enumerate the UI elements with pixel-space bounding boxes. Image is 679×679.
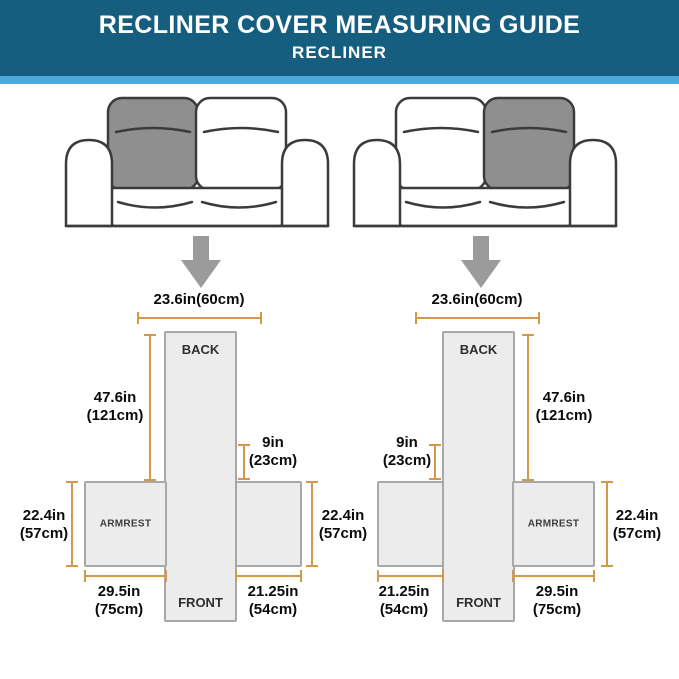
armrest-label: ARMREST <box>527 518 580 530</box>
cover-side-flap-panel <box>235 481 302 567</box>
recliner-sofa-right-seat-shaded-illustration <box>352 96 618 228</box>
measurement-front-width: 21.25in (54cm) <box>247 583 299 619</box>
dimension-line-back-height <box>144 334 156 481</box>
measurement-top-width: 23.6in(60cm) <box>153 291 245 308</box>
back-label: BACK <box>459 342 498 357</box>
measurement-seat-depth: 9in (23cm) <box>382 434 432 470</box>
measurement-side-height: 22.4in (57cm) <box>318 507 368 543</box>
measurement-armrest-width: 29.5in (75cm) <box>532 583 582 619</box>
dimension-line-armrest-width <box>512 570 595 582</box>
dimension-line-armrest-width <box>84 570 167 582</box>
page-subtitle: RECLINER <box>292 43 387 62</box>
front-label: FRONT <box>178 595 223 610</box>
cover-back-front-panel: BACK FRONT <box>442 331 515 622</box>
cover-back-front-panel: BACK FRONT <box>164 331 237 622</box>
measurement-armrest-height: 22.4in (57cm) <box>19 507 69 543</box>
measurement-seat-depth: 9in (23cm) <box>248 434 298 470</box>
dimension-line-side-height <box>306 481 318 567</box>
measurement-top-width: 23.6in(60cm) <box>431 291 523 308</box>
header: RECLINER COVER MEASURING GUIDE RECLINER <box>0 0 679 76</box>
dimension-line-top-width <box>415 312 540 324</box>
measurement-back-height: 47.6in (121cm) <box>535 389 593 425</box>
dimension-line-seat-depth <box>238 444 250 480</box>
down-arrow-icon <box>461 236 501 288</box>
measurement-armrest-width: 29.5in (75cm) <box>94 583 144 619</box>
cover-armrest-panel: ARMREST <box>512 481 595 567</box>
measurement-armrest-height: 22.4in (57cm) <box>612 507 662 543</box>
down-arrow-icon <box>181 236 221 288</box>
dimension-line-armrest-height <box>601 481 613 567</box>
dimension-line-armrest-height <box>66 481 78 567</box>
cover-side-flap-panel <box>377 481 444 567</box>
header-stripe <box>0 76 679 84</box>
recliner-sofa-left-seat-shaded-illustration <box>64 96 330 228</box>
page-title: RECLINER COVER MEASURING GUIDE <box>98 11 581 39</box>
armrest-label: ARMREST <box>99 518 152 530</box>
dimension-line-front-width <box>235 570 302 582</box>
dimension-line-top-width <box>137 312 262 324</box>
dimension-line-front-width <box>377 570 444 582</box>
dimension-line-seat-depth <box>429 444 441 480</box>
dimension-line-back-height <box>522 334 534 481</box>
front-label: FRONT <box>456 595 501 610</box>
measurement-back-height: 47.6in (121cm) <box>86 389 144 425</box>
measurement-front-width: 21.25in (54cm) <box>378 583 430 619</box>
back-label: BACK <box>181 342 220 357</box>
cover-armrest-panel: ARMREST <box>84 481 167 567</box>
